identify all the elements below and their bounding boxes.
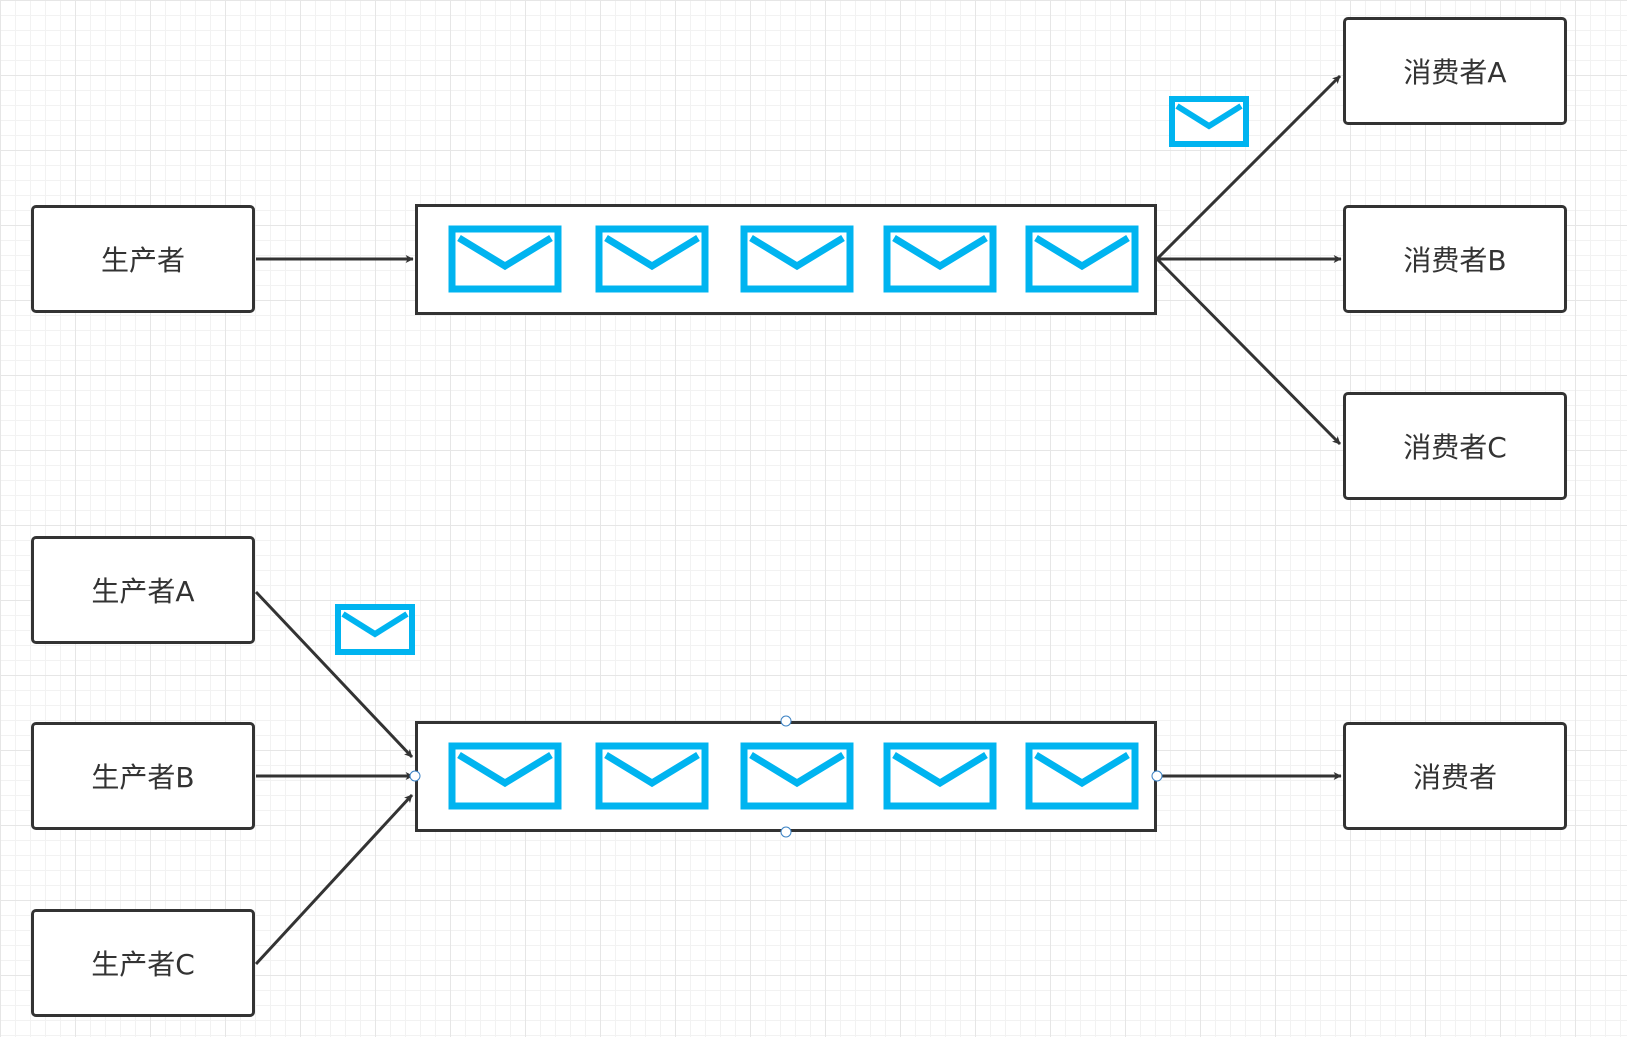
envelope-icon <box>883 225 997 293</box>
envelope-icon <box>740 742 854 810</box>
envelope-icon <box>1025 225 1139 293</box>
envelope-icon <box>883 742 997 810</box>
producer-b-label: 生产者B <box>91 761 195 794</box>
producer-label: 生产者 <box>100 244 185 277</box>
envelope-icon <box>448 742 562 810</box>
connection-handle-top[interactable] <box>780 715 792 727</box>
consumer-label: 消费者 <box>1412 761 1497 794</box>
producer-c-node[interactable]: 生产者C <box>31 909 255 1017</box>
consumer-a-node[interactable]: 消费者A <box>1343 17 1567 125</box>
envelope-icon <box>448 225 562 293</box>
edge-queue-to-consumer-c[interactable] <box>1155 257 1342 446</box>
consumer-c-node[interactable]: 消费者C <box>1343 392 1567 500</box>
envelope-icon <box>1025 742 1139 810</box>
producer-b-node[interactable]: 生产者B <box>31 722 255 830</box>
envelope-icon <box>740 225 854 293</box>
envelope-icon <box>335 604 415 655</box>
producer-c-label: 生产者C <box>91 948 195 981</box>
connection-handle-bottom[interactable] <box>780 826 792 838</box>
envelope-icon <box>1169 96 1249 147</box>
edge-producer-a-to-queue[interactable] <box>254 590 414 759</box>
producer-node[interactable]: 生产者 <box>31 205 255 313</box>
consumer-c-label: 消费者C <box>1403 431 1507 464</box>
edge-queue-to-consumer-a[interactable] <box>1155 74 1342 261</box>
edge-producer-c-to-queue[interactable] <box>254 793 414 966</box>
producer-a-label: 生产者A <box>91 575 195 608</box>
envelope-icon <box>595 742 709 810</box>
consumer-b-node[interactable]: 消费者B <box>1343 205 1567 313</box>
message-queue[interactable] <box>415 204 1157 315</box>
envelope-icon <box>595 225 709 293</box>
connection-handle-right[interactable] <box>1151 770 1163 782</box>
connection-handle-left[interactable] <box>409 770 421 782</box>
consumer-b-label: 消费者B <box>1403 244 1507 277</box>
message-queue-selected[interactable] <box>415 721 1157 832</box>
consumer-a-label: 消费者A <box>1403 56 1507 89</box>
producer-a-node[interactable]: 生产者A <box>31 536 255 644</box>
consumer-node[interactable]: 消费者 <box>1343 722 1567 830</box>
queue-messages <box>448 742 1139 810</box>
queue-messages <box>448 225 1139 293</box>
